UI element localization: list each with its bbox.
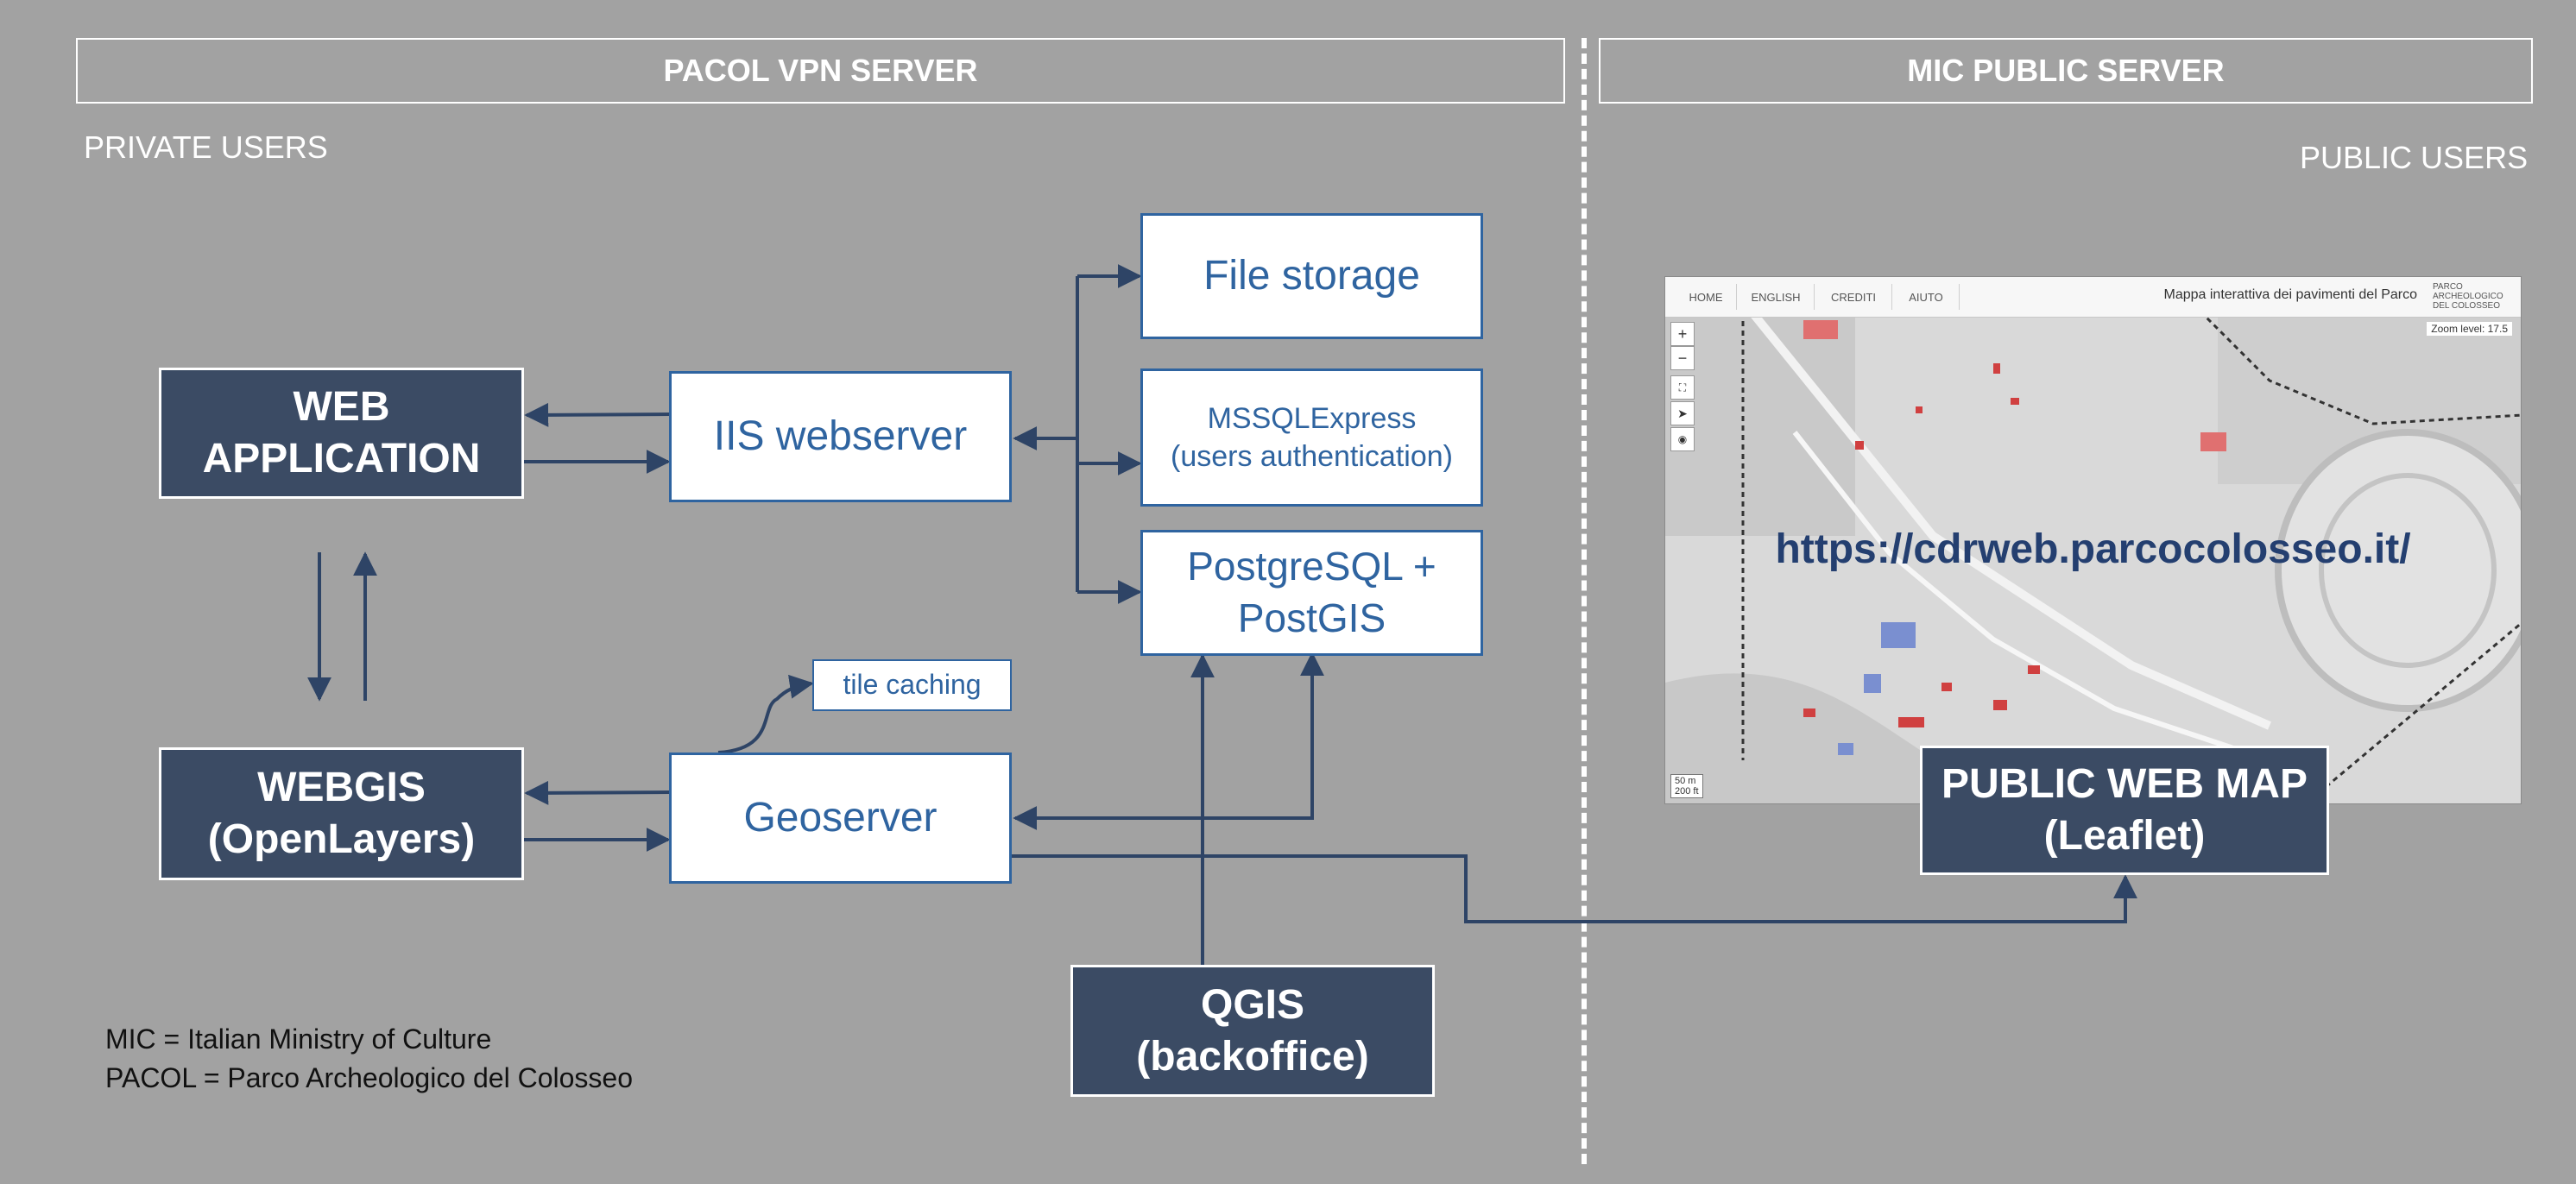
arrow-iis-to-webapp xyxy=(524,402,671,427)
tile-caching-box: tile caching xyxy=(812,659,1012,711)
public-web-map-line2: (Leaflet) xyxy=(2043,813,2206,859)
zoom-in-button[interactable]: + xyxy=(1670,322,1695,346)
qgis-line2: (backoffice) xyxy=(1136,1033,1369,1080)
map-logo: PARCO ARCHEOLOGICO DEL COLOSSEO xyxy=(2433,282,2503,311)
arrow-geoserver-to-tile-caching xyxy=(717,674,814,754)
map-tab-home[interactable]: HOME xyxy=(1676,284,1737,310)
zoom-out-button[interactable]: − xyxy=(1670,346,1695,370)
file-storage-box: File storage xyxy=(1140,213,1483,339)
qgis-line1: QGIS xyxy=(1200,981,1305,1028)
mssql-line2: (users authentication) xyxy=(1171,440,1453,473)
web-application-line2: APPLICATION xyxy=(202,436,481,482)
legend-mic: MIC = Italian Ministry of Culture xyxy=(105,1023,492,1055)
geoserver-label: Geoserver xyxy=(743,794,938,841)
mssql-box: MSSQLExpress (users authentication) xyxy=(1140,368,1483,507)
public-web-map-line1: PUBLIC WEB MAP xyxy=(1941,761,2308,807)
postgresql-line1: PostgreSQL + xyxy=(1187,544,1436,589)
zoom-level-readout: Zoom level: 17.5 xyxy=(2427,322,2512,336)
web-application-box: WEB APPLICATION xyxy=(159,368,524,499)
map-background xyxy=(1665,277,2521,803)
server-divider xyxy=(1582,38,1587,1164)
map-tab-english[interactable]: ENGLISH xyxy=(1738,284,1815,310)
map-topbar: HOME ENGLISH CREDITI AIUTO Mappa interat… xyxy=(1665,277,2521,318)
qgis-box: QGIS (backoffice) xyxy=(1070,965,1435,1097)
arrow-geoserver-to-webgis xyxy=(524,780,671,805)
legend-pacol: PACOL = Parco Archeologico del Colosseo xyxy=(105,1061,633,1093)
layers-icon[interactable]: ◉ xyxy=(1670,427,1695,451)
map-scale-imperial: 200 ft xyxy=(1675,786,1699,797)
pacol-vpn-server-header: PACOL VPN SERVER xyxy=(76,38,1565,104)
public-users-label: PUBLIC USERS xyxy=(2300,140,2529,175)
geoserver-box: Geoserver xyxy=(669,753,1012,884)
arrow-postgresql-to-geoserver xyxy=(1013,656,1314,830)
map-title: Mappa interattiva dei pavimenti del Parc… xyxy=(2163,287,2418,302)
map-scale: 50 m 200 ft xyxy=(1670,774,1703,798)
mic-public-server-header: MIC PUBLIC SERVER xyxy=(1599,38,2533,104)
locate-icon[interactable]: ➤ xyxy=(1670,401,1695,425)
arrow-geoserver-to-public-map xyxy=(1012,854,2137,923)
mssql-line1: MSSQLExpress xyxy=(1207,401,1417,435)
private-users-label: PRIVATE USERS xyxy=(84,129,328,165)
web-application-line1: WEB xyxy=(293,384,390,430)
map-scale-metric: 50 m xyxy=(1675,776,1696,786)
fullscreen-icon[interactable]: ⛶ xyxy=(1670,375,1695,400)
public-web-map-box: PUBLIC WEB MAP (Leaflet) xyxy=(1920,746,2329,875)
webgis-line1: WEBGIS xyxy=(257,765,426,810)
iis-webserver-label: IIS webserver xyxy=(713,413,968,459)
webgis-line2: (OpenLayers) xyxy=(207,816,476,862)
postgresql-box: PostgreSQL + PostGIS xyxy=(1140,530,1483,656)
map-tab-aiuto[interactable]: AIUTO xyxy=(1893,284,1960,310)
map-tab-crediti[interactable]: CREDITI xyxy=(1815,284,1892,310)
map-url[interactable]: https://cdrweb.parcocolosseo.it/ xyxy=(1775,526,2411,572)
file-storage-label: File storage xyxy=(1203,252,1420,299)
public-map-screenshot: HOME ENGLISH CREDITI AIUTO Mappa interat… xyxy=(1664,276,2522,804)
legend: MIC = Italian Ministry of Culture PACOL … xyxy=(105,1020,633,1098)
postgresql-line2: PostGIS xyxy=(1237,595,1386,640)
tile-caching-label: tile caching xyxy=(843,669,982,701)
webgis-box: WEBGIS (OpenLayers) xyxy=(159,747,524,880)
iis-webserver-box: IIS webserver xyxy=(669,371,1012,502)
